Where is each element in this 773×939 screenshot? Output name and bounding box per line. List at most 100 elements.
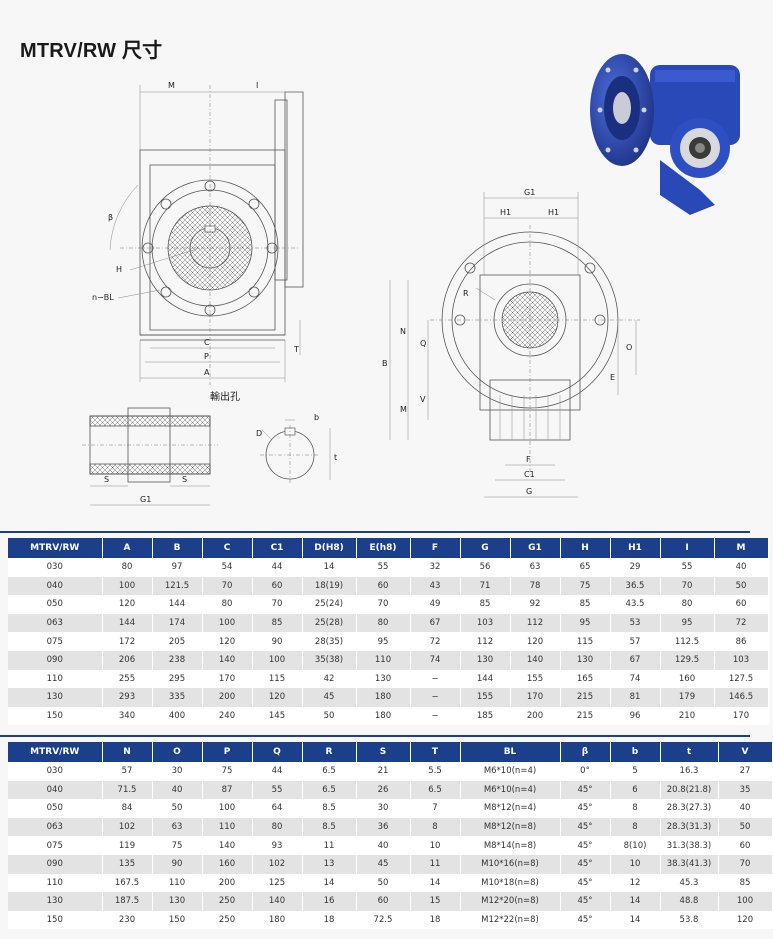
table2-header-6: S (356, 742, 411, 762)
label-A: A (204, 368, 210, 377)
table-cell: 75 (560, 576, 611, 596)
table-cell: 110 (8, 669, 103, 689)
label-H: H (116, 265, 122, 274)
table-cell: 11 (410, 854, 461, 874)
table-cell: 5 (610, 762, 661, 781)
table-cell: 50 (302, 706, 357, 726)
table-cell: 8(10) (610, 836, 661, 855)
table-cell: M12*20(n=8) (460, 892, 561, 911)
table-cell: 6.5 (410, 780, 461, 800)
table-cell: 10 (410, 836, 461, 855)
table-cell: 32 (410, 558, 461, 577)
table-cell: 146.5 (714, 688, 769, 707)
table-cell: 45° (560, 817, 611, 837)
table-cell: 45 (302, 688, 357, 707)
table1-header-2: B (152, 538, 203, 558)
table-cell: 100 (202, 613, 253, 633)
table-cell: 7 (410, 799, 461, 818)
table-cell: 170 (202, 669, 253, 689)
table-cell: 87 (202, 780, 253, 800)
table-cell: 50 (152, 799, 203, 818)
table-cell: 030 (8, 762, 103, 781)
table-cell: 16.3 (660, 762, 719, 781)
table-cell: 96 (610, 706, 661, 726)
table1-header-4: C1 (252, 538, 303, 558)
table-cell: 11 (302, 836, 357, 855)
table-cell: 200 (510, 706, 561, 726)
table-cell: 28.3(31.3) (660, 817, 719, 837)
table-cell: 120 (510, 632, 561, 651)
table-cell: 144 (152, 595, 203, 614)
table-cell: 100 (252, 650, 303, 670)
table1-header-9: G1 (510, 538, 561, 558)
table-cell: − (410, 669, 461, 689)
table2-header-12: V (718, 742, 773, 762)
table-cell: 165 (560, 669, 611, 689)
table-cell: 80 (660, 595, 715, 614)
table-cell: 15 (410, 892, 461, 911)
table-cell: 100 (718, 892, 773, 911)
table-cell: 57 (102, 762, 153, 781)
table-cell: 110 (152, 873, 203, 893)
table-cell: 119 (102, 836, 153, 855)
table-cell: 180 (356, 688, 411, 707)
table-cell: M6*10(n=4) (460, 762, 561, 781)
table-cell: 64 (252, 799, 303, 818)
side-view (389, 192, 640, 498)
table-cell: 38.3(41.3) (660, 854, 719, 874)
table-cell: 25(28) (302, 613, 357, 633)
table-cell: 335 (152, 688, 203, 707)
table-cell: 43.5 (610, 595, 661, 614)
table-cell: 48.8 (660, 892, 719, 911)
table-cell: 30 (356, 799, 411, 818)
table-cell: 102 (102, 817, 153, 837)
table-cell: M10*16(n=8) (460, 854, 561, 874)
label-G1-side: G1 (524, 188, 535, 197)
table-cell: 120 (252, 688, 303, 707)
table-cell: 45° (560, 910, 611, 930)
table-cell: 240 (202, 706, 253, 726)
table-cell: 72.5 (356, 910, 411, 930)
table-cell: M6*10(n=4) (460, 780, 561, 800)
table-cell: 295 (152, 669, 203, 689)
front-view (109, 85, 304, 385)
table-cell: 28(35) (302, 632, 357, 651)
table-cell: 180 (252, 910, 303, 930)
table-cell: 130 (560, 650, 611, 670)
table-cell: 6 (610, 780, 661, 800)
table-cell: 5.5 (410, 762, 461, 781)
table-cell: 8 (410, 817, 461, 837)
table-cell: 67 (410, 613, 461, 633)
table-cell: 90 (152, 854, 203, 874)
table-cell: 14 (610, 892, 661, 911)
table-cell: 150 (152, 910, 203, 930)
label-B: B (382, 359, 388, 368)
table-cell: 135 (102, 854, 153, 874)
table-cell: 45° (560, 799, 611, 818)
table1-header-5: D(H8) (302, 538, 357, 558)
table-cell: − (410, 688, 461, 707)
table-cell: 130 (152, 892, 203, 911)
table2-header-10: b (610, 742, 661, 762)
table-cell: 18 (410, 910, 461, 930)
table-cell: 35(38) (302, 650, 357, 670)
table-cell: 21 (356, 762, 411, 781)
table-cell: 140 (510, 650, 561, 670)
table-cell: 103 (714, 650, 769, 670)
table1-header-7: F (410, 538, 461, 558)
table-cell: 200 (202, 873, 253, 893)
table-cell: 60 (252, 576, 303, 596)
table2-header-4: Q (252, 742, 303, 762)
label-P: P (204, 352, 209, 361)
shaft-section-view (82, 407, 218, 506)
table-cell: 70 (660, 576, 715, 596)
table-cell: 172 (102, 632, 153, 651)
